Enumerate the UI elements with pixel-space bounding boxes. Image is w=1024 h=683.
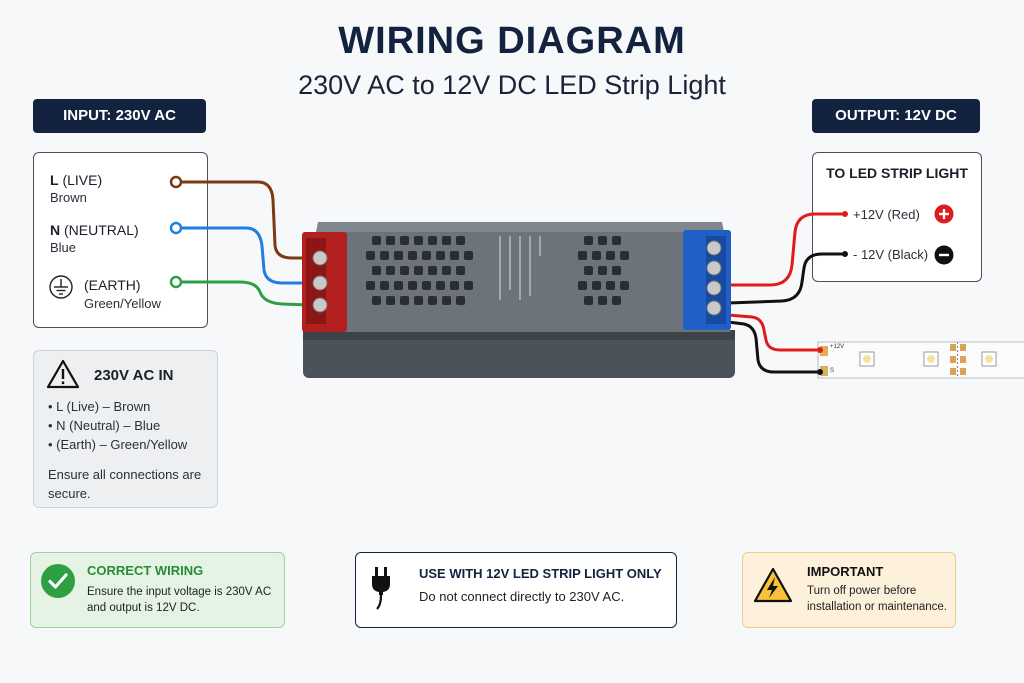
ac-info-footer: Ensure all connections are secure.	[48, 467, 202, 501]
earth-label: (EARTH)	[84, 277, 141, 293]
neutral-code: N	[50, 222, 61, 238]
neutral-wire	[176, 226, 310, 285]
earth-color: Green/Yellow	[84, 296, 161, 311]
use-12v-heading: USE WITH 12V LED STRIP LIGHT ONLY	[419, 566, 662, 581]
high-voltage-icon	[753, 567, 793, 603]
positive-label: +12V (Red)	[853, 207, 920, 222]
power-supply	[302, 222, 735, 378]
live-color: Brown	[50, 190, 87, 205]
page-title: WIRING DIAGRAM	[338, 20, 686, 62]
neutral-color: Blue	[50, 240, 77, 255]
warning-icon	[46, 359, 80, 389]
strip-negative-wire	[727, 320, 820, 374]
live-terminal-dot	[169, 175, 183, 189]
strip-minus-label: S	[830, 368, 835, 374]
plug-icon	[372, 567, 390, 610]
check-icon	[41, 564, 75, 598]
ac-info-item-1: • L (Live) – Brown	[48, 399, 151, 414]
use-12v-box: USE WITH 12V LED STRIP LIGHT ONLY Do not…	[355, 552, 677, 628]
led-strip	[817, 341, 1024, 379]
neutral-terminal-dot	[169, 221, 183, 235]
correct-wiring-text: Ensure the input voltage is 230V AC and …	[87, 586, 272, 614]
use-12v-text: Do not connect directly to 230V AC.	[419, 589, 625, 604]
important-text: Turn off power before installation or ma…	[807, 585, 947, 613]
plus-icon	[934, 204, 954, 224]
negative-label: - 12V (Black)	[853, 247, 929, 262]
live-wire	[176, 180, 310, 260]
strip-plus-label: +12V	[830, 344, 845, 350]
positive-end-dot	[842, 211, 848, 217]
ac-info-box: 230V AC IN • L (Live) – Brown • N (Neutr…	[33, 350, 218, 508]
ac-info-item-3-text: (Earth) – Green/Yellow	[56, 437, 188, 452]
earth-icon	[49, 275, 73, 299]
live-label: L (LIVE)	[50, 172, 102, 188]
ac-info-item-2-text: N (Neutral) – Blue	[56, 418, 161, 433]
correct-wiring-heading: CORRECT WIRING	[87, 563, 204, 578]
strip-positive-wire	[727, 313, 820, 352]
output-card: TO LED STRIP LIGHT +12V (Red) - 12V (Bla…	[812, 152, 982, 282]
correct-wiring-box: CORRECT WIRING Ensure the input voltage …	[30, 552, 285, 628]
ac-info-item-1-text: L (Live) – Brown	[56, 399, 151, 414]
important-box: IMPORTANT Turn off power before installa…	[742, 552, 956, 628]
ac-info-heading: 230V AC IN	[94, 367, 174, 384]
positive-wire	[728, 212, 845, 287]
output-tag: OUTPUT: 12V DC	[812, 99, 980, 133]
page-subtitle: 230V AC to 12V DC LED Strip Light	[298, 70, 726, 100]
live-code: L	[50, 172, 59, 188]
neutral-label: N (NEUTRAL)	[50, 222, 139, 238]
earth-terminal-dot	[169, 275, 183, 289]
negative-wire	[727, 252, 845, 305]
output-heading: TO LED STRIP LIGHT	[826, 165, 968, 181]
ac-info-item-3: • (Earth) – Green/Yellow	[48, 437, 188, 452]
earth-wire	[176, 280, 311, 307]
live-name: (LIVE)	[62, 172, 103, 188]
neutral-name: (NEUTRAL)	[64, 222, 139, 238]
important-heading: IMPORTANT	[807, 564, 884, 579]
negative-end-dot	[842, 251, 848, 257]
input-tag: INPUT: 230V AC	[33, 99, 206, 133]
ac-info-item-2: • N (Neutral) – Blue	[48, 418, 161, 433]
minus-icon	[934, 245, 954, 265]
